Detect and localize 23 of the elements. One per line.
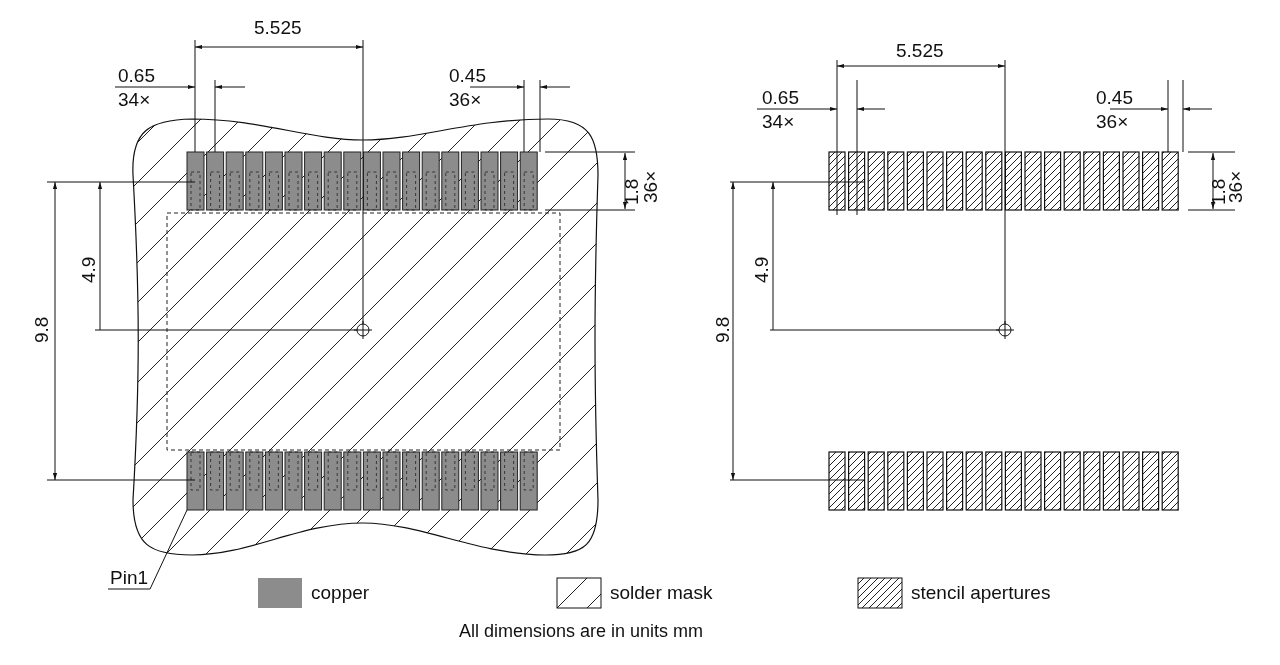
legend-label: solder mask	[610, 582, 713, 604]
dimension-label: 34×	[762, 111, 795, 133]
dimension-label: 5.525	[254, 17, 302, 39]
dimension-label: 9.8	[31, 316, 53, 343]
dimension-label: 9.8	[712, 316, 734, 343]
dimension-label: 5.525	[896, 40, 944, 62]
dimension-label: 36×	[1096, 111, 1129, 133]
dimension-label: 0.45	[1096, 87, 1133, 109]
dimension-label: 4.9	[78, 256, 100, 283]
dimension-label: 36×	[449, 89, 482, 111]
dimension-label: 0.65	[762, 87, 799, 109]
dimension-label: 0.45	[449, 65, 486, 87]
caption: All dimensions are in units mm	[459, 620, 704, 642]
dimension-label: 0.65	[118, 65, 155, 87]
dimension-label: 36×	[640, 170, 662, 203]
pin-label: Pin1	[110, 567, 149, 589]
dimension-label: 4.9	[751, 256, 773, 283]
leader-line	[107, 509, 188, 590]
pin-one-pad	[186, 451, 205, 511]
legend-label: stencil apertures	[911, 582, 1051, 604]
legend-label: copper	[311, 582, 370, 604]
dimension-label: 34×	[118, 89, 151, 111]
dimension-label: 1.8	[621, 178, 643, 205]
